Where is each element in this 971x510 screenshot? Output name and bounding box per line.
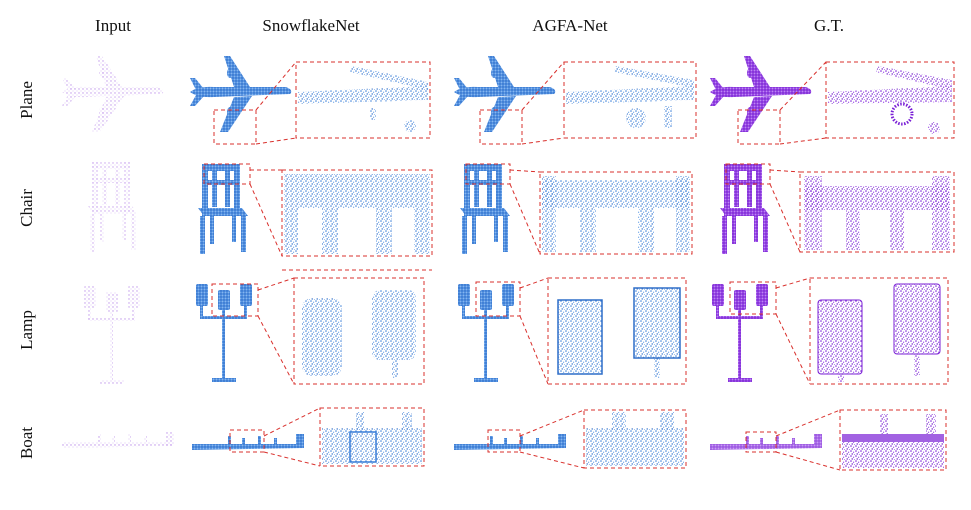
lamp-snowflakenet-zoom-panel xyxy=(293,277,425,385)
column-header-snowflakenet: SnowflakeNet xyxy=(262,16,360,35)
chair-input-cloud xyxy=(88,162,138,252)
plane-snowflakenet-zoom-source xyxy=(213,109,257,145)
boat-input-cloud xyxy=(62,432,174,448)
plane-gt-zoom-panel xyxy=(825,61,955,139)
boat-agfa-cloud xyxy=(454,434,566,450)
lamp-gt-zoom-source xyxy=(729,281,777,315)
boat-gt-zoom-source xyxy=(745,431,777,453)
chair-agfa-cloud xyxy=(460,164,510,254)
lamp-snowflakenet-cloud xyxy=(196,284,252,382)
chair-gt-cloud xyxy=(720,164,770,254)
chair-snowflakenet-cloud xyxy=(198,164,248,254)
boat-gt-cloud xyxy=(710,434,822,450)
boat-agfa-zoom-source xyxy=(487,429,521,453)
chair-snowflakenet-zoom-source xyxy=(203,163,251,185)
chair-gt-zoom-panel xyxy=(799,171,955,253)
plane-input-cloud xyxy=(62,56,164,132)
chair-agfa-zoom-source xyxy=(465,163,511,185)
chair-snowflakenet-zoom-panel xyxy=(281,169,433,257)
boat-snowflakenet-zoom-panel xyxy=(319,407,425,467)
lamp-agfa-cloud xyxy=(458,284,514,382)
boat-agfa-zoom-panel xyxy=(583,409,687,469)
lamp-agfa-zoom-panel xyxy=(547,277,687,385)
plane-snowflakenet-cloud xyxy=(190,56,292,132)
plane-gt-cloud xyxy=(710,56,812,132)
boat-snowflakenet-zoom-source xyxy=(229,429,265,453)
chair-gt-zoom-source xyxy=(725,163,771,185)
chair-agfa-zoom-panel xyxy=(539,171,693,255)
plane-agfa-zoom-source xyxy=(479,109,523,145)
column-header-gt: G.T. xyxy=(814,16,844,35)
plane-agfa-zoom-panel xyxy=(563,61,697,139)
lamp-snowflakenet-zoom-source xyxy=(211,283,259,317)
column-header-agfa-net: AGFA-Net xyxy=(532,16,608,35)
lamp-gt-zoom-panel xyxy=(809,277,949,385)
boat-gt-zoom-panel xyxy=(839,409,947,471)
lamp-input-cloud xyxy=(84,286,140,384)
column-header-input: Input xyxy=(95,16,131,35)
plane-agfa-cloud xyxy=(454,56,556,132)
plane-gt-zoom-source xyxy=(737,109,781,145)
lamp-agfa-zoom-source xyxy=(475,281,521,317)
lamp-gt-cloud xyxy=(712,284,768,382)
boat-snowflakenet-cloud xyxy=(192,434,304,450)
plane-snowflakenet-zoom-panel xyxy=(295,61,431,139)
